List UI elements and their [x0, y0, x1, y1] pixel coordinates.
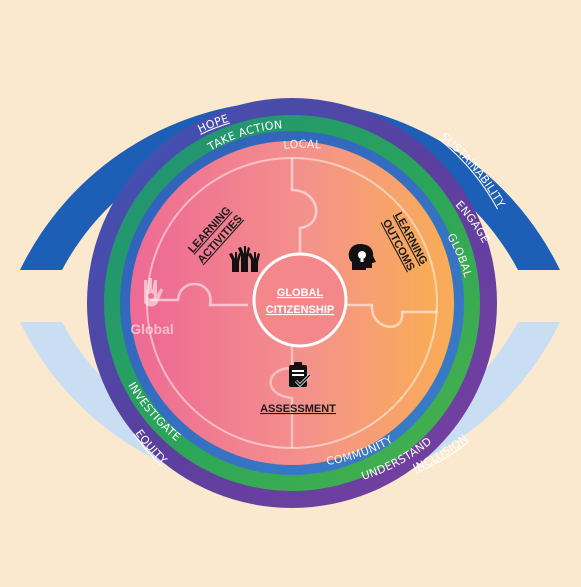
- hand-logo-icon: [144, 278, 163, 307]
- center-label-line2: CITIZENSHIP: [266, 304, 334, 316]
- logo-text: Global: [130, 321, 174, 337]
- clipboard-check-icon: [289, 362, 312, 388]
- puzzle-seam-right: [338, 303, 437, 328]
- scope-local: LOCAL: [283, 138, 323, 153]
- center-label-line1: GLOBAL: [277, 287, 324, 299]
- raised-hands-icon: [229, 246, 260, 272]
- head-lightbulb-icon: [348, 244, 376, 270]
- outer-arc-top: [20, 100, 560, 270]
- puzzle-seam-left: [150, 282, 248, 307]
- center-circle: [252, 252, 348, 348]
- puzzle-seam-top: [290, 158, 318, 260]
- assessment-label: ASSESSMENT: [260, 403, 336, 415]
